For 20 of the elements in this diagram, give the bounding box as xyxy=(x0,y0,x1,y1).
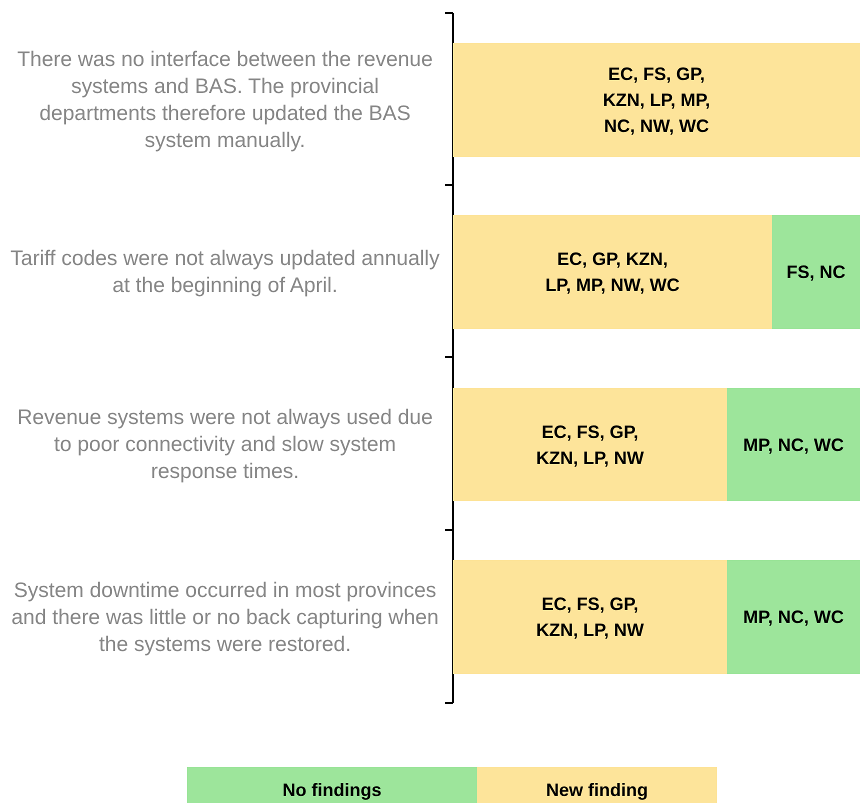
category-label: There was no interface between the revenue systems and BAS. The provincial departments therefore updated the BAS system manually. xyxy=(16,47,434,154)
bar-segment xyxy=(727,560,860,674)
bar-segment xyxy=(727,388,860,501)
category-label: System downtime occurred in most provinces and there was little or no back capturing when the systems were restored. xyxy=(10,578,440,658)
segment-label: EC, FS, GP, KZN, LP, MP, NC, NW, WC xyxy=(602,63,712,138)
legend-label: New finding xyxy=(546,780,648,802)
segment-label: MP, NC, WC xyxy=(742,606,845,629)
segment-label: MP, NC, WC xyxy=(742,434,845,456)
legend-label: No findings xyxy=(282,780,382,802)
segment-label: EC, FS, GP, KZN, LP, NW xyxy=(535,593,645,642)
segment-label: EC, GP, KZN, LP, MP, NW, WC xyxy=(544,248,681,297)
segment-label: EC, FS, GP, KZN, LP, NW xyxy=(535,420,645,470)
bar-segment xyxy=(772,215,860,329)
segment-label: FS, NC xyxy=(785,261,846,284)
category-label: Revenue systems were not always used due to poor connectivity and slow system response times. xyxy=(16,405,434,485)
bar-segment xyxy=(453,215,772,329)
category-label: Tariff codes were not always updated annually at the beginning of April. xyxy=(10,246,440,299)
bar-segment xyxy=(453,388,727,501)
bar-segment xyxy=(453,560,727,674)
bar-segment xyxy=(453,43,860,157)
